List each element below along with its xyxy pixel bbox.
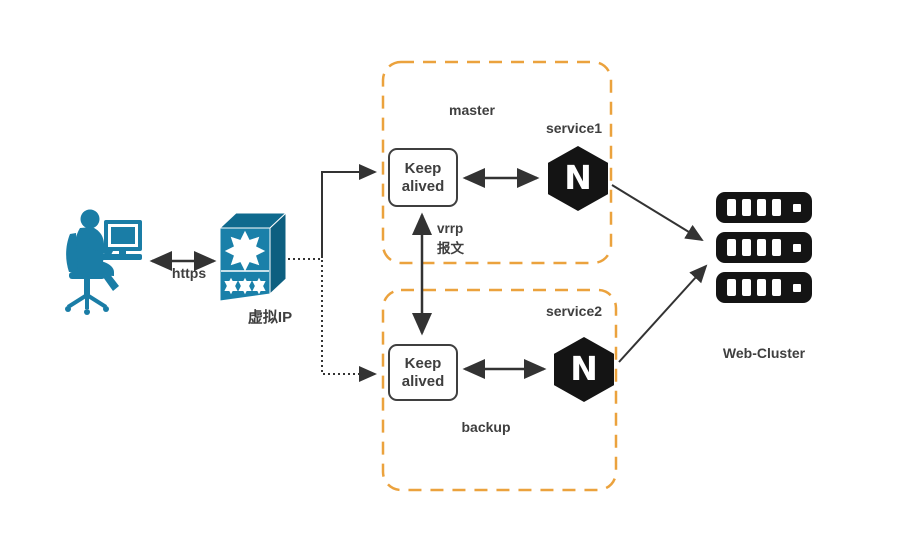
backup-keepalived-label-line2: alived (401, 372, 445, 390)
master-group-border (381, 60, 613, 265)
server-slot (757, 239, 766, 256)
server-slot (727, 199, 736, 216)
backup-group-label: backup (461, 419, 511, 435)
server-slot (757, 279, 766, 296)
master-keepalived-node: Keep alived (388, 148, 458, 207)
master-keepalived-label-line2: alived (401, 177, 445, 195)
server-slot (772, 199, 781, 216)
service2-label: service2 (545, 303, 603, 319)
server-led (793, 243, 801, 252)
backup-keepalived-label-line1: Keep (404, 354, 442, 372)
server-slot (742, 279, 751, 296)
vip-to-master-arrow (321, 164, 377, 258)
service1-to-cluster-arrow (611, 184, 704, 242)
server-slot (772, 239, 781, 256)
backup-group-border (381, 288, 618, 492)
server-slot (727, 239, 736, 256)
master-group-label: master (449, 102, 495, 118)
server-slot (727, 279, 736, 296)
backup-keepalived-node: Keep alived (388, 344, 458, 401)
server-slot (772, 279, 781, 296)
virtual-ip-label: 虚拟IP (247, 309, 293, 326)
server-icon (716, 192, 812, 223)
nginx-letter: N (564, 158, 592, 197)
nginx-letter: N (570, 349, 598, 388)
server-slot (742, 239, 751, 256)
service2-to-cluster-arrow (618, 264, 708, 363)
vrrp-label: vrrp 报文 (437, 219, 464, 258)
vrrp-label-line2: 报文 (437, 240, 464, 256)
server-icon (716, 232, 812, 263)
user-at-computer-icon (65, 209, 142, 315)
server-led (793, 283, 801, 292)
server-icon (716, 272, 812, 303)
server-led (793, 203, 801, 212)
web-cluster-label: Web-Cluster (722, 345, 806, 361)
server-slot (757, 199, 766, 216)
server-slot (742, 199, 751, 216)
vrrp-label-line1: vrrp (437, 221, 464, 236)
master-keepalived-label-line1: Keep (404, 159, 442, 177)
virtual-ip-switch-icon (218, 211, 288, 302)
vip-to-backup-dotted-arrow (273, 258, 377, 382)
https-label: https (171, 265, 207, 281)
service1-label: service1 (545, 120, 603, 136)
